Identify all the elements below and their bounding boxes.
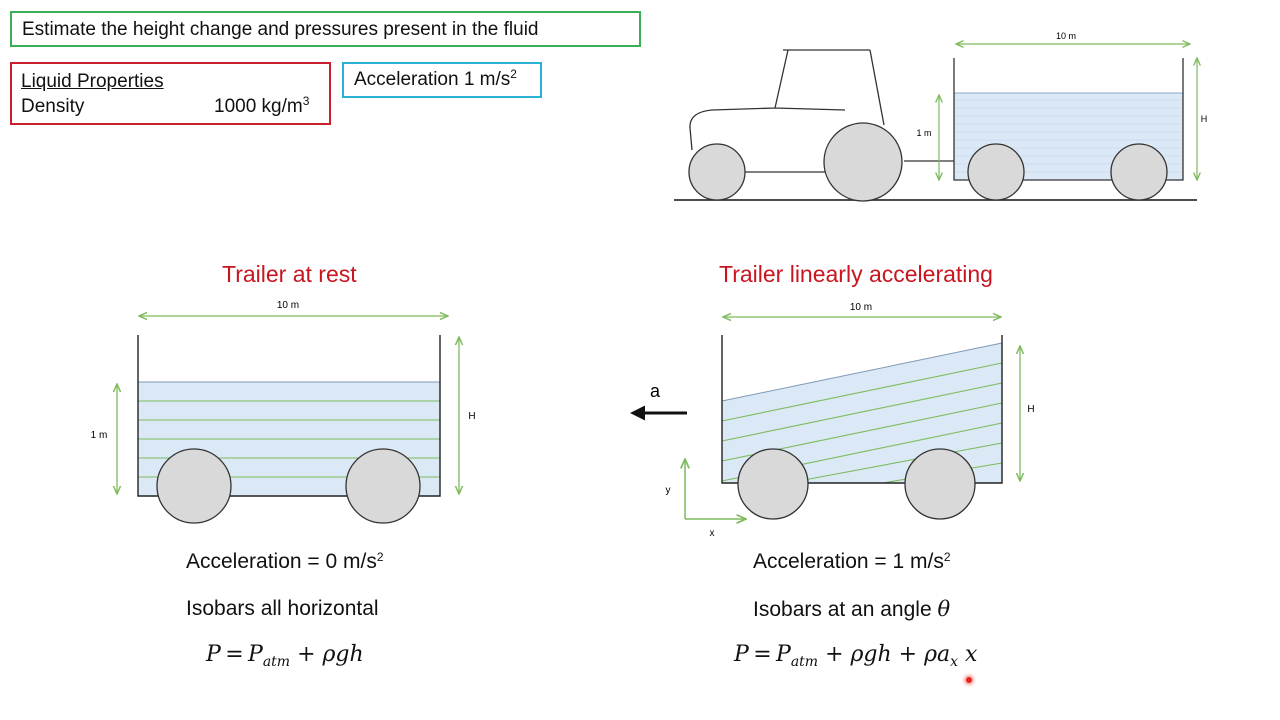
top-tank-walls xyxy=(953,58,1184,181)
tractor-front-wheel xyxy=(688,143,746,201)
theta-symbol: θ xyxy=(937,597,951,621)
liquid-properties-header: Liquid Properties xyxy=(21,71,164,92)
y-axis-label: y xyxy=(666,485,671,496)
x-axis-label: x xyxy=(710,528,715,539)
tractor-body xyxy=(689,49,955,173)
rest-wheel-front xyxy=(156,448,232,524)
tractor-trailer-diagram: 10 m 1 m H xyxy=(674,31,1208,202)
rest-trailer-diagram: 10 m 1 m H xyxy=(91,300,476,524)
rest-wheel-rear xyxy=(345,448,421,524)
acceleration-box: Acceleration 1 m/s2 xyxy=(342,62,542,98)
laser-pointer-dot xyxy=(966,677,972,683)
accel-water-surface xyxy=(721,342,1003,402)
top-height-label: H xyxy=(1201,114,1208,124)
accel-isobar-text: Isobars at an angle θ xyxy=(753,597,951,621)
rest-pressure-formula: P = Patm + ρgh xyxy=(206,642,364,670)
density-value: 1000 kg/m3 xyxy=(214,94,310,117)
rest-isobar-text: Isobars all horizontal xyxy=(186,597,379,620)
problem-statement: Estimate the height change and pressures… xyxy=(22,19,539,40)
accel-trailer-diagram: 10 m H a y x xyxy=(630,302,1035,539)
top-trailer-wheel-rear xyxy=(1110,143,1168,201)
tractor-rear-wheel xyxy=(823,122,903,202)
accel-wheel-rear xyxy=(904,448,976,520)
density-label: Density xyxy=(21,96,85,117)
top-depth-label: 1 m xyxy=(916,128,931,138)
acceleration-arrow-label: a xyxy=(650,381,661,401)
rest-height-label: H xyxy=(468,411,475,422)
liquid-properties-box: Liquid Properties Density 1000 kg/m3 xyxy=(10,62,331,125)
rest-width-label: 10 m xyxy=(277,300,299,311)
rest-acceleration-text: Acceleration = 0 m/s2 xyxy=(186,550,384,573)
rest-heading: Trailer at rest xyxy=(222,261,357,287)
rest-depth-label: 1 m xyxy=(91,430,108,441)
top-width-label: 10 m xyxy=(1056,31,1076,41)
accel-pressure-formula: P = Patm + ρgh + ρax x xyxy=(734,642,978,670)
top-trailer-wheel-front xyxy=(967,143,1025,201)
acceleration-value: Acceleration 1 m/s xyxy=(354,69,511,90)
accel-heading: Trailer linearly accelerating xyxy=(719,261,993,287)
accel-wheel-front xyxy=(737,448,809,520)
accel-acceleration-text: Acceleration = 1 m/s2 xyxy=(753,550,951,573)
rest-tank-walls xyxy=(137,335,441,497)
acceleration-exponent: 2 xyxy=(510,67,517,81)
accel-tank-walls xyxy=(721,335,1003,484)
problem-statement-box: Estimate the height change and pressures… xyxy=(10,11,641,47)
accel-width-label: 10 m xyxy=(850,302,872,313)
accel-height-label: H xyxy=(1027,404,1034,415)
